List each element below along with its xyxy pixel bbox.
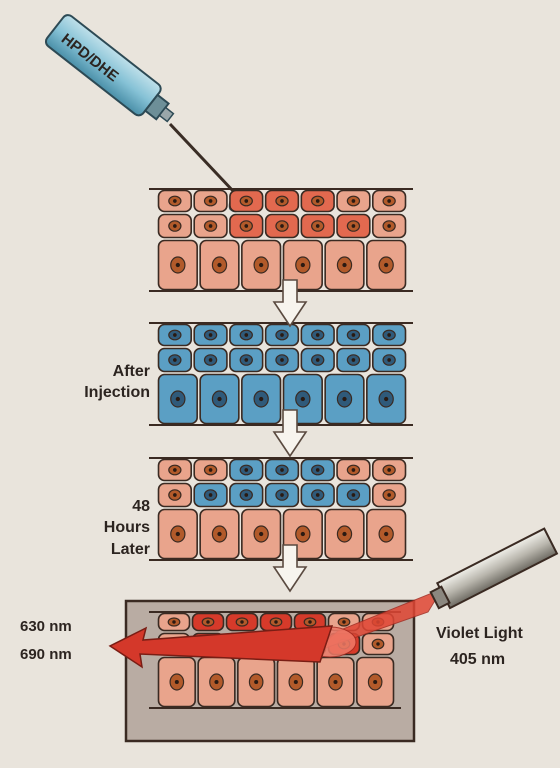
svg-text:690 nm: 690 nm xyxy=(20,646,72,663)
after-injection-label: After Injection xyxy=(84,363,150,401)
cell xyxy=(261,614,292,631)
fiber-optic-probe xyxy=(428,529,557,613)
cell xyxy=(194,460,227,481)
cell xyxy=(159,510,198,559)
cell xyxy=(373,215,406,238)
cell xyxy=(301,325,334,346)
cell xyxy=(301,215,334,238)
violet-light-label: Violet Light 405 nm xyxy=(436,625,523,668)
cell xyxy=(159,375,198,424)
cell xyxy=(159,658,196,707)
cell xyxy=(373,325,406,346)
cell xyxy=(301,349,334,372)
cell xyxy=(367,241,406,290)
cell xyxy=(367,375,406,424)
cell xyxy=(200,510,239,559)
cell xyxy=(159,614,190,631)
cell xyxy=(357,658,394,707)
cell xyxy=(266,460,299,481)
syringe: HPD/DHE xyxy=(44,13,241,212)
cell xyxy=(325,510,364,559)
cell xyxy=(337,325,370,346)
cell xyxy=(230,191,263,212)
cell xyxy=(193,614,224,631)
cell xyxy=(227,614,258,631)
svg-text:Later: Later xyxy=(111,541,150,558)
cell xyxy=(367,510,406,559)
cell xyxy=(337,460,370,481)
cell xyxy=(266,325,299,346)
cell xyxy=(159,484,192,507)
cell xyxy=(301,460,334,481)
cell xyxy=(194,325,227,346)
tissue-after-injection xyxy=(149,323,413,425)
svg-text:48: 48 xyxy=(132,498,150,515)
syringe-needle xyxy=(170,124,234,192)
cell xyxy=(230,460,263,481)
cell xyxy=(159,460,192,481)
cell xyxy=(317,658,354,707)
cell xyxy=(159,241,198,290)
cell xyxy=(373,191,406,212)
cell xyxy=(159,349,192,372)
tissue-before-injection xyxy=(149,189,413,291)
cell xyxy=(373,484,406,507)
cell xyxy=(301,484,334,507)
svg-text:405 nm: 405 nm xyxy=(450,651,505,668)
cell xyxy=(301,191,334,212)
cell xyxy=(325,375,364,424)
cell xyxy=(242,375,281,424)
cell xyxy=(325,241,364,290)
cell xyxy=(363,634,394,655)
cell xyxy=(242,241,281,290)
cell xyxy=(242,510,281,559)
cell xyxy=(266,349,299,372)
cell xyxy=(200,375,239,424)
syringe-barrel: HPD/DHE xyxy=(44,13,182,133)
emission-wavelength-label: 630 nm 690 nm xyxy=(20,618,72,663)
cell xyxy=(194,484,227,507)
cell xyxy=(266,191,299,212)
cell xyxy=(230,215,263,238)
cell xyxy=(373,460,406,481)
cell xyxy=(373,349,406,372)
cell xyxy=(198,658,235,707)
cell xyxy=(159,191,192,212)
cell xyxy=(337,349,370,372)
cell xyxy=(230,325,263,346)
cell xyxy=(337,484,370,507)
cell xyxy=(230,484,263,507)
cell xyxy=(230,349,263,372)
cell xyxy=(200,241,239,290)
48-hours-later-label: 48 Hours Later xyxy=(104,498,150,558)
cell xyxy=(238,658,275,707)
cell xyxy=(337,191,370,212)
cell xyxy=(266,215,299,238)
cell xyxy=(194,191,227,212)
tissue-48-hours-later xyxy=(149,458,413,560)
cell xyxy=(159,215,192,238)
svg-text:Injection: Injection xyxy=(84,384,150,401)
cell xyxy=(266,484,299,507)
cell xyxy=(194,349,227,372)
cell xyxy=(278,658,315,707)
svg-text:Hours: Hours xyxy=(104,519,150,536)
cell xyxy=(194,215,227,238)
svg-text:630 nm: 630 nm xyxy=(20,618,72,635)
svg-text:After: After xyxy=(113,363,150,380)
cell xyxy=(337,215,370,238)
cell xyxy=(159,325,192,346)
svg-text:Violet Light: Violet Light xyxy=(436,625,523,642)
